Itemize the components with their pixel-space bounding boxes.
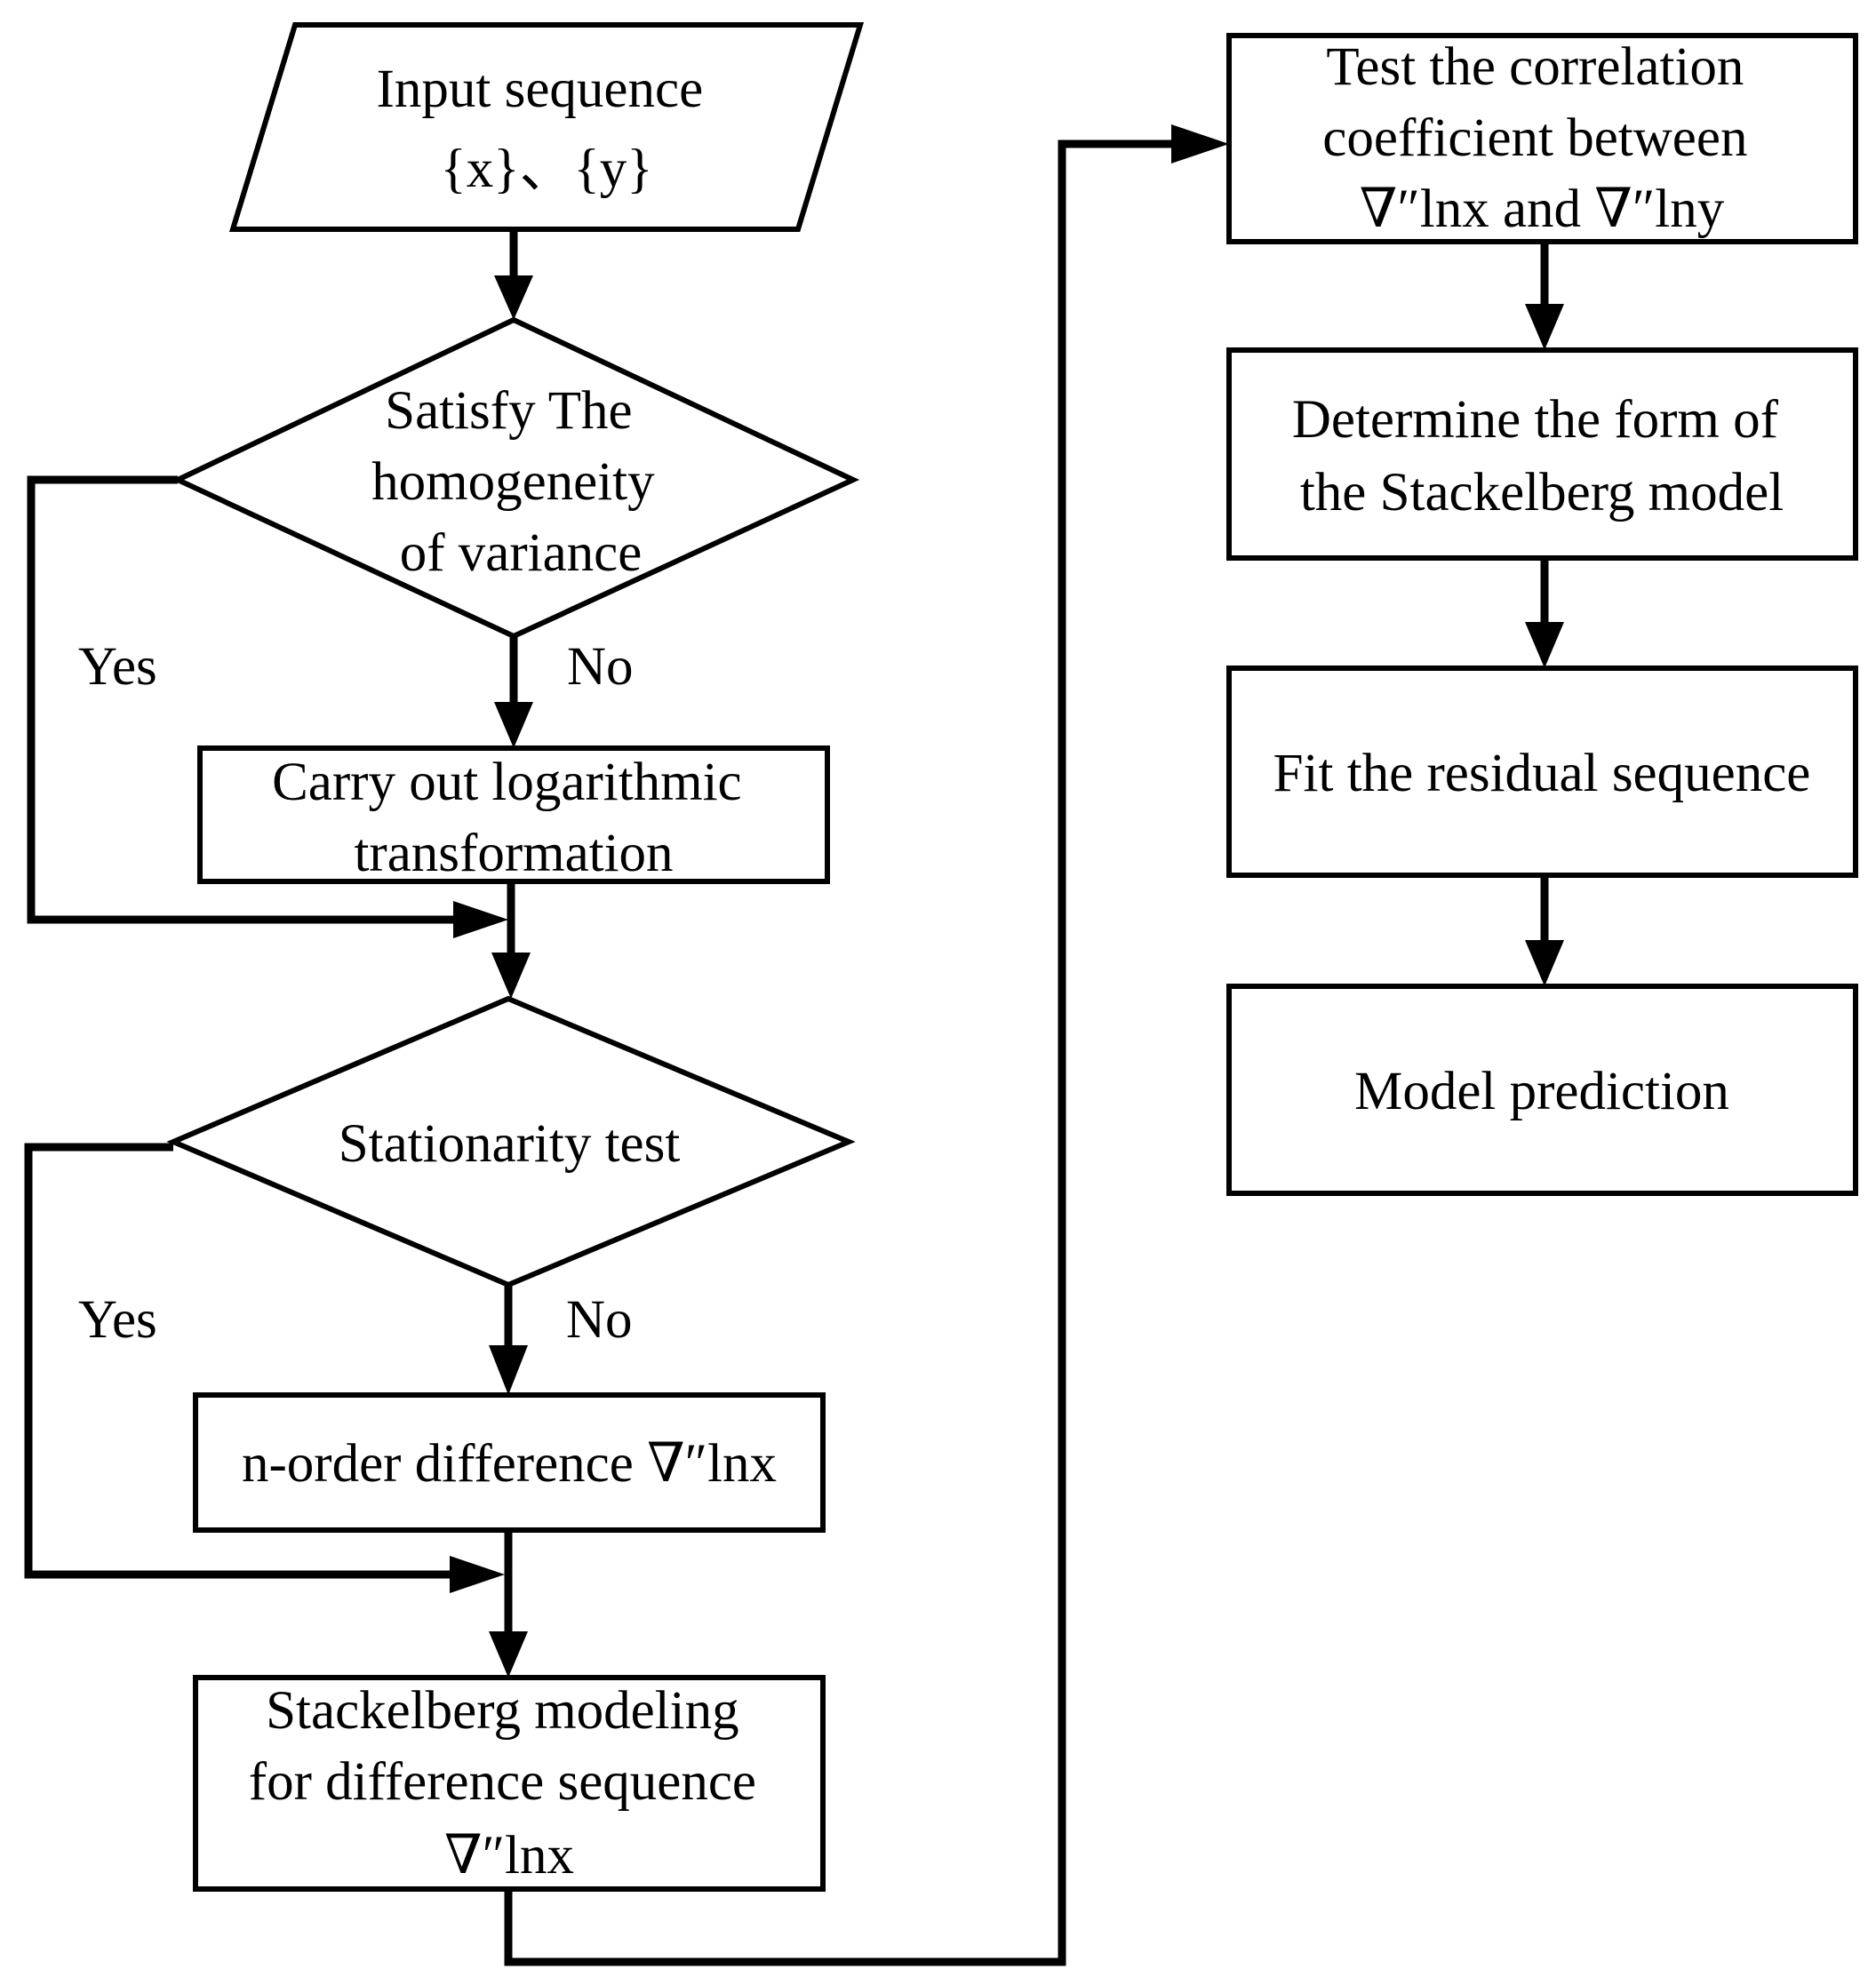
arrowhead (494, 702, 533, 748)
correlation-line-1: Test the correlation (1326, 37, 1744, 97)
modeling-text: Stackelberg modeling for difference sequ… (249, 1681, 770, 1885)
input-line-1: Input sequence (377, 60, 704, 119)
homogeneity-no-label: No (567, 637, 634, 697)
homogeneity-line-2: homogeneity (371, 452, 655, 512)
homogeneity-text: Satisfy The homogeneity of variance (371, 381, 668, 583)
modeling-line-3: ∇″lnx (444, 1826, 574, 1885)
prediction-text: Model prediction (1354, 1062, 1729, 1121)
arrowhead (453, 901, 508, 938)
arrowhead (450, 1556, 505, 1593)
log-transform-text: Carry out logarithmic transformation (272, 753, 755, 883)
correlation-line-2: coefficient between (1322, 108, 1747, 168)
residual-box (1226, 666, 1858, 878)
stationarity-text: Stationarity test (339, 1114, 681, 1174)
input-text: Input sequence {x}、{y} (377, 60, 717, 199)
stationarity-no-label: No (566, 1290, 633, 1350)
prediction-box (1226, 984, 1858, 1196)
prediction-line-1: Model prediction (1354, 1062, 1729, 1121)
stationarity-line-1: Stationarity test (339, 1114, 681, 1174)
model-form-line-2: the Stackelberg model (1300, 463, 1784, 522)
difference-line-1: n-order difference ∇″lnx (242, 1434, 777, 1494)
arrowhead (491, 953, 531, 999)
arrowhead (1171, 124, 1229, 163)
arrowhead (1525, 940, 1564, 986)
model-form-line-1: Determine the form of (1292, 390, 1779, 450)
modeling-line-1: Stackelberg modeling (266, 1681, 739, 1741)
residual-text: Fit the residual sequence (1273, 744, 1811, 803)
difference-text: n-order difference ∇″lnx (242, 1434, 777, 1494)
model-form-box (1226, 347, 1858, 561)
log-transform-line-1: Carry out logarithmic (272, 753, 742, 812)
arrowhead (1525, 622, 1564, 668)
edge-stationarity-yes (24, 1143, 464, 1579)
edge-modeling-to-correlation (504, 140, 1184, 1966)
arrowhead (1525, 304, 1564, 350)
arrowhead (494, 275, 533, 320)
modeling-line-2: for difference sequence (249, 1752, 756, 1812)
residual-line-1: Fit the residual sequence (1273, 744, 1811, 803)
homogeneity-line-3: of variance (400, 523, 643, 583)
stationarity-yes-label: Yes (78, 1290, 157, 1350)
log-transform-line-2: transformation (354, 824, 673, 883)
arrowhead (489, 1631, 528, 1678)
homogeneity-line-1: Satisfy The (385, 381, 632, 441)
correlation-line-3: ∇″lnx and ∇″lny (1360, 179, 1725, 239)
homogeneity-decision-diamond (171, 316, 860, 640)
correlation-text: Test the correlation coefficient between… (1322, 37, 1760, 239)
homogeneity-yes-label: Yes (78, 637, 157, 697)
stationarity-decision-diamond (166, 995, 856, 1288)
arrowhead (489, 1345, 528, 1395)
model-form-text: Determine the form of the Stackelberg mo… (1292, 390, 1792, 522)
log-transform-box (197, 745, 830, 884)
input-parallelogram (228, 22, 865, 232)
edge-homogeneity-yes (27, 475, 467, 924)
correlation-box (1226, 33, 1858, 244)
difference-box (193, 1392, 826, 1533)
input-line-2: {x}、{y} (440, 140, 652, 199)
modeling-box (193, 1675, 826, 1892)
